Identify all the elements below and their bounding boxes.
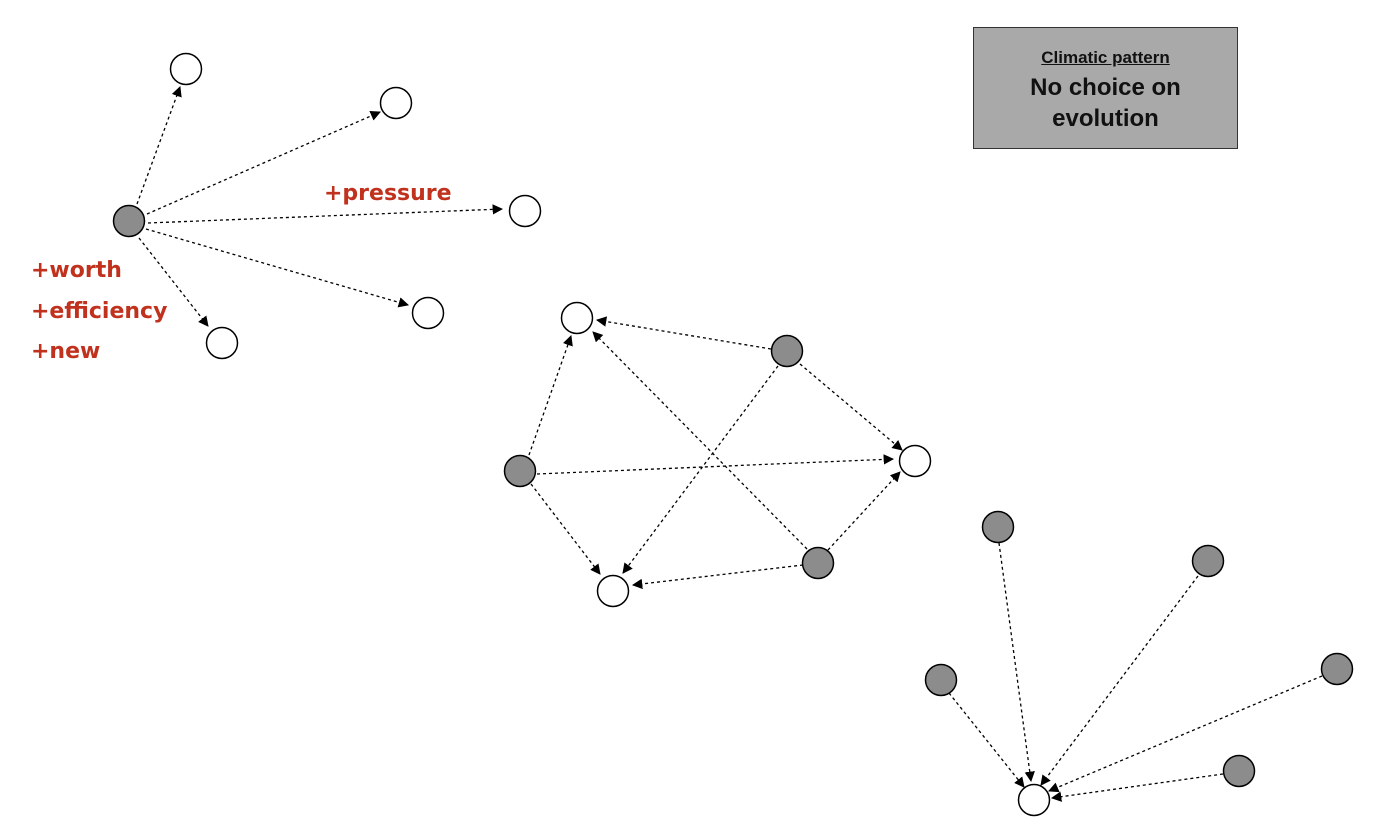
node-source [770, 334, 804, 368]
annotation-new: +new [31, 339, 100, 364]
edge-spread-5 [138, 237, 209, 327]
annotation-efficiency: +efficiency [31, 299, 167, 324]
annotation-worth: +worth [31, 258, 122, 283]
node-source [801, 546, 835, 580]
node-source [1191, 544, 1225, 578]
cluster-converge [924, 510, 1354, 817]
node-source [503, 454, 537, 488]
edge-converge-1 [998, 542, 1035, 783]
edge-spread-3 [147, 204, 504, 224]
edge-converge-4 [1048, 675, 1323, 793]
edge-converge-2 [1040, 575, 1199, 786]
cluster-mesh [503, 301, 932, 608]
node-source [1320, 652, 1354, 686]
cluster-spread [112, 52, 542, 360]
edge-mesh-6 [530, 483, 601, 575]
pattern-title: No choice on evolution [1030, 74, 1181, 132]
edge-spread-2 [146, 110, 381, 215]
node-target [1017, 783, 1051, 817]
node-target [379, 86, 413, 120]
edge-spread-1 [136, 86, 182, 205]
node-target [205, 326, 239, 360]
node-source [112, 204, 146, 238]
node-target [508, 194, 542, 228]
edge-mesh-9 [631, 564, 804, 590]
edge-mesh-3 [622, 365, 779, 574]
edge-mesh-7 [592, 331, 808, 550]
edge-mesh-4 [528, 335, 573, 456]
edge-converge-5 [1050, 773, 1224, 802]
node-target [169, 52, 203, 86]
node-source [981, 510, 1015, 544]
node-target [411, 296, 445, 330]
node-target [596, 574, 630, 608]
annotation-pressure: +pressure [324, 181, 452, 206]
node-target [560, 301, 594, 335]
node-source [1222, 754, 1256, 788]
pattern-label: Climatic pattern [1041, 48, 1170, 67]
edge-spread-4 [145, 228, 409, 308]
pattern-box: Climatic pattern No choice on evolution [973, 27, 1238, 149]
edge-mesh-5 [536, 454, 895, 475]
node-source [924, 663, 958, 697]
edge-mesh-8 [827, 471, 901, 551]
edge-converge-3 [948, 692, 1025, 788]
edge-mesh-2 [799, 363, 903, 451]
node-target [898, 444, 932, 478]
edge-mesh-1 [595, 316, 772, 350]
